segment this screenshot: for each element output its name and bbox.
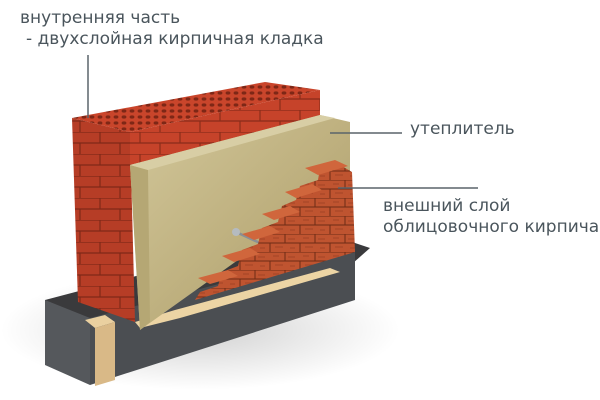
label-outer-line1: внешний слой	[383, 196, 511, 216]
label-outer-line2: облицовочного кирпича	[383, 217, 600, 237]
label-outer-layer: внешний слой облицовочного кирпича	[383, 196, 599, 238]
wall-tie-anchor	[235, 230, 263, 246]
label-insulation: утеплитель	[410, 119, 515, 139]
outer-facing-brick	[195, 160, 355, 300]
inner-brick-wall	[72, 82, 320, 322]
label-inner-line1: внутренняя часть	[20, 8, 181, 28]
label-inner-layer: внутренняя часть - двухслойная кирпичная…	[20, 8, 324, 50]
label-inner-line2: - двухслойная кирпичная кладка	[26, 29, 324, 49]
insulation-layer	[130, 115, 350, 330]
